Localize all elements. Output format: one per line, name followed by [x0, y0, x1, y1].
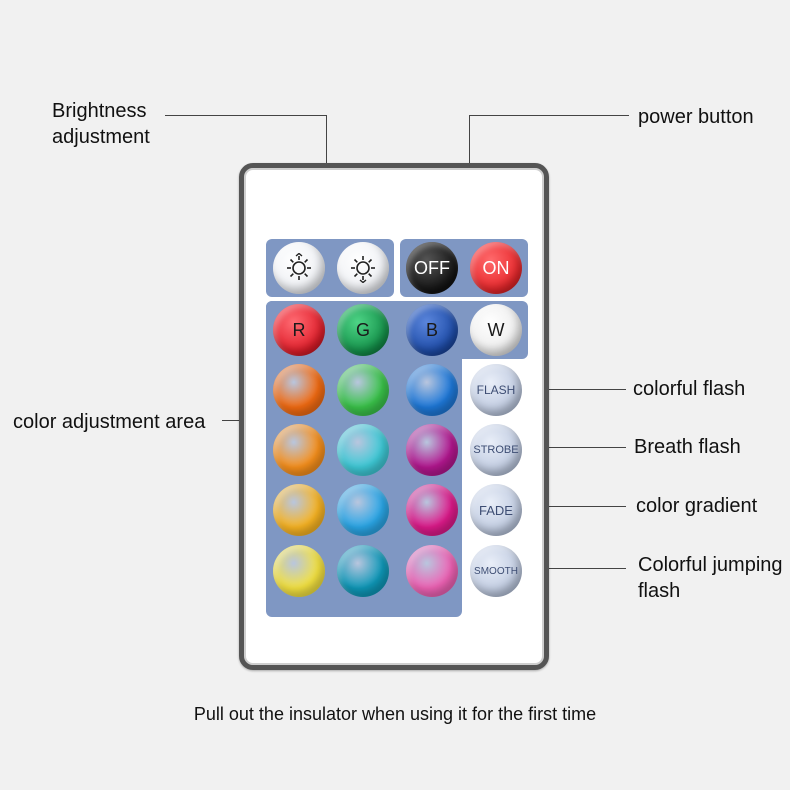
brightness-up-button[interactable] — [273, 242, 325, 294]
color-button-7[interactable] — [273, 484, 325, 536]
red-button[interactable]: R — [273, 304, 325, 356]
blue-button[interactable]: B — [406, 304, 458, 356]
color-area-label: color adjustment area — [13, 411, 206, 433]
smooth-button-label: SMOOTH — [474, 565, 518, 577]
fade-button[interactable]: FADE — [470, 484, 522, 536]
white-label: W — [487, 319, 505, 340]
smooth-label: Colorful jumping flash — [638, 552, 783, 604]
color-button-1[interactable] — [273, 364, 325, 416]
sun-up-icon — [287, 253, 311, 280]
on-button[interactable]: ON — [470, 242, 522, 294]
smooth-leader — [538, 568, 626, 569]
strobe-button[interactable]: STROBE — [470, 424, 522, 476]
brightness-label: Brightness adjustment — [52, 98, 150, 150]
power-leader-h — [469, 115, 629, 116]
brightness-down-button[interactable] — [337, 242, 389, 294]
green-button[interactable]: G — [337, 304, 389, 356]
color-button-12[interactable] — [406, 545, 458, 597]
color-button-10[interactable] — [273, 545, 325, 597]
smooth-label-line1: Colorful jumping — [638, 554, 783, 576]
fade-label: color gradient — [636, 495, 758, 517]
brightness-leader-h — [165, 115, 327, 116]
off-button[interactable]: OFF — [406, 242, 458, 294]
flash-leader — [538, 389, 626, 390]
color-button-6[interactable] — [406, 424, 458, 476]
color-button-8[interactable] — [337, 484, 389, 536]
blue-label: B — [425, 319, 438, 340]
flash-button-label: FLASH — [476, 383, 516, 397]
smooth-label-line2: flash — [638, 580, 681, 602]
color-button-5[interactable] — [337, 424, 389, 476]
smooth-button[interactable]: SMOOTH — [470, 545, 522, 597]
power-label: power button — [638, 106, 754, 128]
flash-button[interactable]: FLASH — [470, 364, 522, 416]
color-button-11[interactable] — [337, 545, 389, 597]
on-label: ON — [482, 257, 510, 278]
fade-leader — [538, 506, 626, 507]
fade-button-label: FADE — [479, 502, 513, 518]
caption: Pull out the insulator when using it for… — [193, 704, 597, 724]
color-button-4[interactable] — [273, 424, 325, 476]
strobe-label: Breath flash — [634, 436, 741, 458]
color-button-9[interactable] — [406, 484, 458, 536]
white-button[interactable]: W — [470, 304, 522, 356]
brightness-label-line2: adjustment — [52, 126, 150, 148]
color-button-3[interactable] — [406, 364, 458, 416]
remote-control: OFF ON R G B W FLASH STROBE FADE SMOOTH — [239, 163, 549, 670]
color-button-2[interactable] — [337, 364, 389, 416]
green-label: G — [355, 319, 370, 340]
red-label: R — [292, 319, 306, 340]
off-label: OFF — [414, 257, 450, 278]
strobe-leader — [538, 447, 626, 448]
flash-label: colorful flash — [633, 378, 746, 400]
sun-down-icon — [351, 256, 375, 283]
strobe-button-label: STROBE — [473, 444, 519, 456]
brightness-label-line1: Brightness — [52, 100, 147, 122]
